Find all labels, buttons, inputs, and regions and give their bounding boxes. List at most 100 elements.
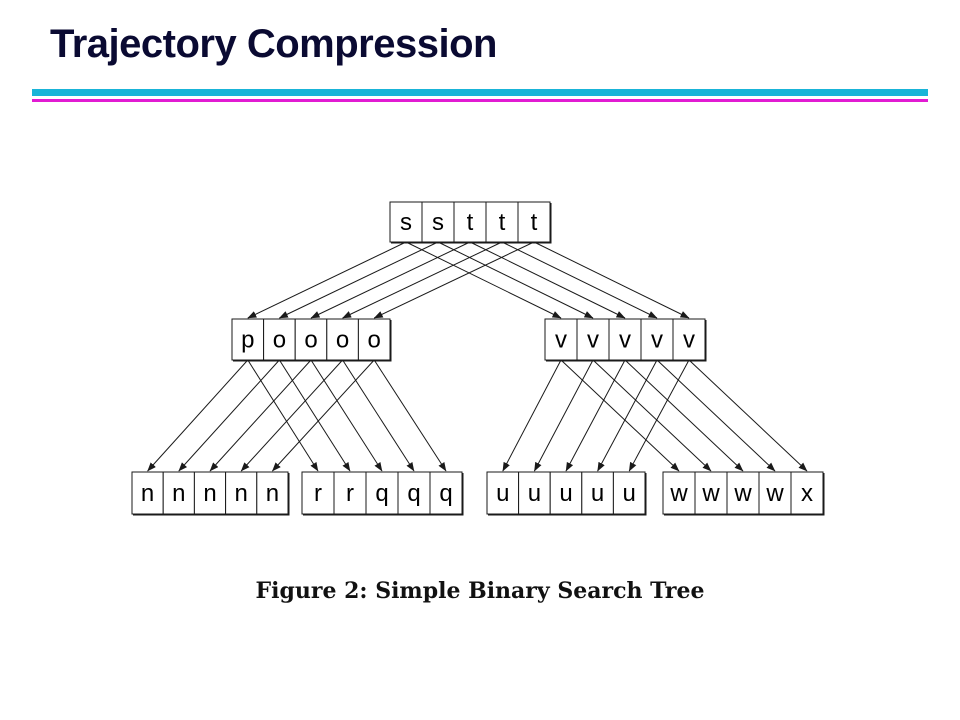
node-cell: [231, 318, 265, 361]
node-shadow: [303, 473, 464, 516]
edge-arrow: [565, 359, 626, 472]
node-shadow: [664, 473, 825, 516]
cell-label: r: [346, 480, 354, 507]
cell-label: w: [701, 480, 720, 507]
edge-arrow: [209, 359, 312, 472]
cell-label: o: [368, 327, 381, 354]
figure-caption: Figure 2: Simple Binary Search Tree: [255, 578, 705, 604]
node-cell: [576, 318, 610, 361]
cell-label: n: [266, 480, 279, 507]
edge-arrow: [373, 241, 535, 319]
edge-arrow: [342, 241, 503, 319]
node-cell: [421, 201, 455, 243]
node-cell: [326, 318, 359, 361]
edge-arrow: [502, 359, 562, 472]
cell-label: v: [651, 327, 663, 354]
cell-label: v: [555, 327, 567, 354]
cell-label: s: [432, 209, 444, 236]
edge-arrow: [310, 241, 471, 319]
cell-label: v: [587, 327, 599, 354]
node-cell: [294, 318, 328, 361]
node-cell: [256, 471, 289, 515]
cell-label: w: [765, 480, 784, 507]
cell-label: n: [203, 480, 216, 507]
slide-title: Trajectory Compression: [50, 22, 497, 66]
edge-arrow: [278, 241, 439, 319]
edge-arrow: [592, 359, 712, 472]
edge-arrow: [533, 241, 690, 319]
edge-arrow: [533, 359, 594, 472]
cell-label: q: [375, 480, 388, 507]
cell-label: u: [623, 480, 636, 507]
node-cell: [301, 471, 335, 515]
edge-arrow: [560, 359, 680, 472]
edge-arrow: [373, 359, 447, 472]
node-shadow: [546, 320, 707, 362]
cell-label: w: [733, 480, 752, 507]
cell-label: o: [273, 327, 286, 354]
node-cell: [758, 471, 792, 515]
cell-label: t: [531, 209, 538, 236]
title-rule-magenta: [32, 99, 928, 102]
cell-label: n: [172, 480, 185, 507]
edge-arrow: [469, 241, 626, 319]
edge-arrow: [628, 359, 690, 472]
node-shadow: [488, 473, 647, 516]
edge-arrow: [688, 359, 808, 472]
cell-label: v: [619, 327, 631, 354]
cell-label: n: [235, 480, 248, 507]
cell-label: u: [496, 480, 509, 507]
cell-label: q: [407, 480, 420, 507]
edge-arrow: [656, 359, 776, 472]
node-cell: [486, 471, 520, 515]
edge-arrow: [272, 359, 375, 472]
tree-edges: [147, 241, 808, 472]
cell-label: s: [400, 209, 412, 236]
edge-arrow: [405, 241, 562, 319]
cell-label: w: [669, 480, 688, 507]
node-cell: [193, 471, 227, 515]
node-cell: [131, 471, 164, 515]
edge-arrow: [501, 241, 658, 319]
cell-label: u: [591, 480, 604, 507]
node-cell: [640, 318, 674, 361]
node-cell: [357, 318, 391, 361]
edge-arrow: [178, 359, 280, 472]
title-rule-cyan: [32, 89, 928, 96]
cell-label: o: [336, 327, 349, 354]
cell-label: u: [528, 480, 541, 507]
cell-label: u: [559, 480, 572, 507]
cell-label: o: [304, 327, 317, 354]
node-cell: [549, 471, 583, 515]
node-shadow: [233, 320, 392, 362]
node-cell: [608, 318, 642, 361]
cell-label: n: [141, 480, 154, 507]
cell-label: p: [241, 327, 254, 354]
node-cell: [517, 201, 551, 243]
node-shadow: [391, 203, 552, 244]
edge-arrow: [624, 359, 744, 472]
node-cell: [694, 471, 728, 515]
cell-label: x: [801, 480, 813, 507]
node-cell: [389, 201, 423, 243]
cell-label: t: [499, 209, 506, 236]
edge-arrow: [342, 359, 415, 472]
node-cell: [333, 471, 367, 515]
node-cell: [263, 318, 296, 361]
edge-arrow: [437, 241, 594, 319]
cell-label: q: [439, 480, 452, 507]
edge-arrow: [240, 359, 343, 472]
node-shadow: [133, 473, 290, 516]
edge-arrow: [597, 359, 658, 472]
cell-label: t: [467, 209, 474, 236]
node-cell: [672, 318, 706, 361]
edge-arrow: [247, 241, 407, 319]
